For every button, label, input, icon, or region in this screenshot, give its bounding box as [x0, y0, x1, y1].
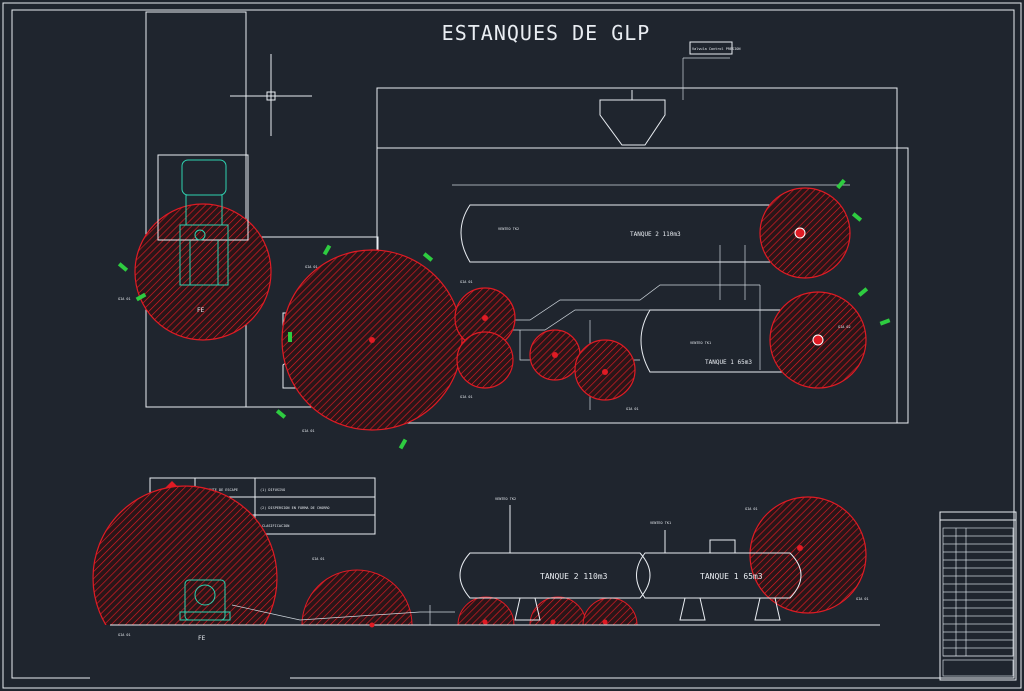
release-source [794, 227, 806, 239]
zone-label: GIA 01 [305, 265, 318, 269]
zone-label: GIA 01 [118, 633, 131, 637]
legend-header-class: CLASIFICACION [262, 524, 289, 528]
legend-class-1: (1) DIFUSIVO [260, 488, 285, 492]
zone-label: GIA 02 [838, 325, 851, 329]
tank-2-plan-label: TANQUE 2 110m3 [630, 231, 681, 238]
hazard-zone [134, 203, 272, 341]
release-source [602, 369, 608, 375]
release-source [482, 315, 488, 321]
drawing-title: ESTANQUES DE GLP [442, 21, 651, 45]
release-source [812, 334, 824, 346]
callout-box [689, 41, 733, 55]
zone-label: GIA 01 [460, 280, 473, 284]
legend-class-2: (2) DISPERSION EN FORMA DE CHORRO [260, 506, 330, 510]
vent-tk2-elevation: VENTEO TK2 [495, 497, 516, 501]
tank-1-plan-label: TANQUE 1 65m3 [705, 359, 752, 366]
zone-label: GIA 01 [118, 297, 131, 301]
fe-label-elevation: FE [198, 635, 206, 642]
tank-2-elevation [459, 552, 651, 599]
zone-tags-plan [117, 178, 891, 450]
tank-1-elevation-label: TANQUE 1 65m3 [700, 572, 763, 581]
vent-tk2-plan: VENTEO TK2 [498, 227, 519, 231]
callout-text: Valvula Control PRESION [692, 47, 740, 51]
tank-2-elevation-label: TANQUE 2 110m3 [540, 572, 608, 581]
zone-label: GIA 01 [460, 395, 473, 399]
hazard-zone [456, 331, 514, 389]
tanker-truck-plan [157, 154, 249, 286]
zone-label: GIA 01 [856, 597, 869, 601]
hazard-zones-plan [134, 187, 867, 431]
vent-tk1-plan: VENTEO TK1 [690, 341, 711, 345]
legend-detail-1: - FUENTE DE ESCAPE [200, 488, 238, 492]
vent-tk1-elevation: VENTEO TK1 [650, 521, 671, 525]
zone-label: GIA 01 [312, 557, 325, 561]
zone-label: GIA 01 [626, 407, 639, 411]
elevation-view: TANQUE 2 110m3 TANQUE 1 65m3 VENTEO TK2 … [90, 486, 880, 685]
tank-1-elevation [636, 552, 802, 599]
fe-label-plan: FE [197, 307, 205, 314]
title-block [939, 511, 1017, 681]
tanker-truck-elevation [179, 579, 231, 621]
zone-label: GIA 01 [745, 507, 758, 511]
release-source [552, 352, 558, 358]
zone-label: GIA 01 [302, 429, 315, 433]
inner-frame [11, 9, 1015, 679]
release-source [369, 337, 375, 343]
